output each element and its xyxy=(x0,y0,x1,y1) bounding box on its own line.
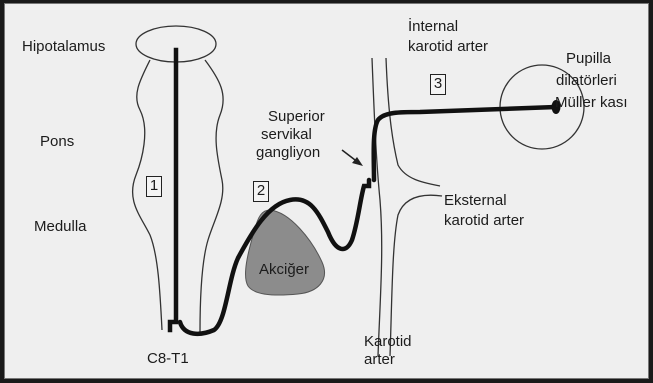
carotid-label-line1: Karotid xyxy=(364,333,412,351)
internal-carotid-label-line1: İnternal xyxy=(408,18,458,36)
superior-label-line2: servikal xyxy=(261,126,312,144)
pons-label: Pons xyxy=(40,133,74,151)
carotid-artery-left-wall xyxy=(372,58,382,356)
hypothalamus-label: Hipotalamus xyxy=(22,38,105,56)
neuron-3-number-box: 3 xyxy=(430,74,446,95)
c8t1-label: C8-T1 xyxy=(147,350,189,368)
external-carotid-label-line2: karotid arter xyxy=(444,212,524,230)
pupil-label-line2: dilatörleri xyxy=(556,72,617,90)
brainstem-outline-right xyxy=(200,60,223,332)
superior-label-line1: Superior xyxy=(268,108,325,126)
carotid-label-line2: arter xyxy=(364,351,395,369)
internal-carotid-label-line2: karotid arter xyxy=(408,38,488,56)
pupil-label-line3: Müller kası xyxy=(555,94,648,112)
neuron-2-number-box: 2 xyxy=(253,181,269,202)
medulla-label: Medulla xyxy=(34,218,87,236)
external-carotid-label-line1: Eksternal xyxy=(444,192,507,210)
neuron-1-path xyxy=(170,50,176,330)
superior-label-line3: gangliyon xyxy=(256,144,320,162)
external-carotid-wall xyxy=(390,195,442,356)
lung-label: Akciğer xyxy=(259,261,309,279)
neuron-1-number-box: 1 xyxy=(146,176,162,197)
pupil-label-line1: Pupilla xyxy=(566,50,611,68)
